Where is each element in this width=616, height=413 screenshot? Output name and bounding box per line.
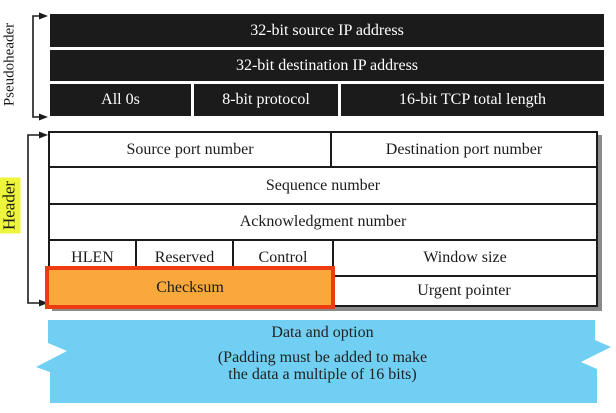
cell-tcp-total-length: 16-bit TCP total length xyxy=(341,84,604,116)
checksum-highlight-box: Checksum xyxy=(45,266,335,309)
cell-all-zeros: All 0s xyxy=(50,84,191,116)
arrow-right-icon xyxy=(39,113,48,121)
cell-acknowledgment: Acknowledgment number xyxy=(239,213,407,230)
cell-control: Control xyxy=(232,241,332,275)
cell-window-size: Window size xyxy=(332,241,596,275)
arrow-right-icon xyxy=(39,12,48,20)
cell-hlen: HLEN xyxy=(71,249,114,266)
cell-reserved: Reserved xyxy=(135,241,232,275)
header-bracket xyxy=(27,131,48,307)
cell-sequence: Sequence number xyxy=(265,176,381,194)
source-ip-text: 32-bit source IP address xyxy=(250,21,404,39)
cell-urgent-pointer: Urgent pointer xyxy=(330,277,596,305)
arrow-right-icon xyxy=(39,299,48,307)
row-acknowledgment: Acknowledgment number xyxy=(50,203,596,239)
pseudoheader-label: Pseudoheader xyxy=(1,22,18,107)
checksum-text: Checksum xyxy=(156,278,224,296)
arrow-right-icon xyxy=(39,131,48,139)
row-sequence: Sequence number xyxy=(50,166,596,203)
cell-source-port: Source port number xyxy=(126,140,254,158)
row-protocol: All 0s 8-bit protocol 16-bit TCP total l… xyxy=(50,84,604,116)
row-source-ip: 32-bit source IP address xyxy=(50,14,604,47)
header-label: Header xyxy=(0,166,21,246)
data-banner-note: (Padding must be added to make the data … xyxy=(217,349,428,383)
pseudoheader-bracket xyxy=(32,12,48,121)
row-ports: Source port number Destination port numb… xyxy=(50,133,596,166)
data-banner-title: Data and option xyxy=(271,324,374,341)
data-banner-ribbon xyxy=(36,320,611,403)
row-destination-ip: 32-bit destination IP address xyxy=(50,50,604,81)
cell-protocol: 8-bit protocol xyxy=(194,84,338,116)
destination-ip-text: 32-bit destination IP address xyxy=(235,56,419,74)
cell-destination-port: Destination port number xyxy=(330,133,596,166)
row-flags: HLEN Reserved Control Window size xyxy=(50,239,596,275)
